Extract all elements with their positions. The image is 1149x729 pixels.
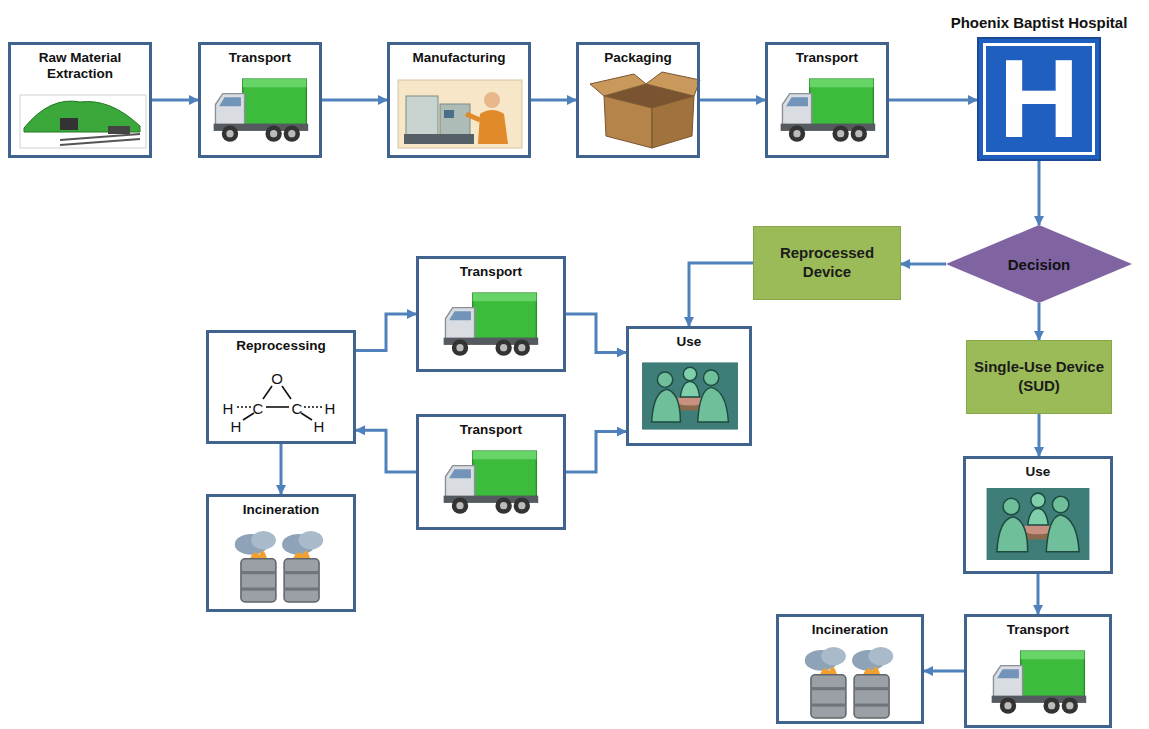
hospital-sign: Phoenix Baptist HospitalH [977, 37, 1101, 161]
flow-arrow [1038, 303, 1041, 340]
flow-arrow [1038, 414, 1041, 456]
node-label: Use [629, 329, 749, 350]
process-box: Transport [416, 256, 566, 372]
atom-label: H [314, 419, 325, 434]
process-box: Packaging [576, 42, 700, 158]
node-label: Transport [967, 617, 1109, 638]
mine-illustration [20, 95, 146, 148]
atom-label: O [271, 371, 283, 386]
node-label: Reprocessing [209, 333, 353, 354]
process-box: Incineration [206, 494, 356, 612]
process-box: Raw Material Extraction [8, 42, 152, 158]
node-label: Incineration [779, 617, 921, 638]
flow-arrow [700, 99, 765, 102]
cardboard-box-illustration [590, 72, 700, 148]
flow-arrow [1038, 161, 1041, 225]
flow-arrow [531, 99, 576, 102]
node-label: Raw Material Extraction [11, 45, 149, 82]
flow-arrow [280, 444, 283, 494]
node-label: Decision [1008, 256, 1071, 273]
flow-arrow [566, 314, 626, 352]
flow-arrow [901, 263, 946, 266]
node-label: H [999, 43, 1080, 155]
node-label: Manufacturing [390, 45, 528, 66]
node-label: Single-Use Device (SUD) [973, 358, 1105, 396]
flow-arrow [889, 99, 977, 102]
incineration-icon [805, 647, 893, 718]
surgery-icon [642, 362, 738, 429]
node-label: Transport [768, 45, 886, 66]
flow-arrow [566, 432, 626, 472]
process-box: Reprocessing [206, 330, 356, 444]
process-box: Transport [964, 614, 1112, 728]
decision-diamond: Decision [946, 225, 1132, 303]
node-label: Use [966, 459, 1110, 480]
ethylene-oxide-bonds [236, 386, 322, 420]
atom-label: H [231, 419, 242, 434]
process-box: Transport [765, 42, 889, 158]
flow-arrow [152, 99, 198, 102]
flow-arrow [1037, 574, 1040, 614]
flow-arrow [924, 670, 964, 673]
atom-label: H [223, 401, 234, 416]
process-box: Use [963, 456, 1113, 574]
incineration-icon [235, 531, 323, 602]
manufacturing-illustration [398, 80, 522, 148]
node-label: Transport [419, 259, 563, 280]
flow-arrow [689, 263, 753, 326]
truck-icon [444, 451, 539, 514]
truck-icon [992, 651, 1087, 714]
hospital-name: Phoenix Baptist Hospital [951, 14, 1128, 31]
node-label: Transport [201, 45, 319, 66]
node-label: Incineration [209, 497, 353, 518]
device-box: Reprocessed Device [753, 226, 901, 300]
node-label: Packaging [579, 45, 697, 66]
surgery-icon [987, 488, 1090, 560]
node-label: Reprocessed Device [760, 244, 894, 282]
atom-label: C [253, 401, 264, 416]
flow-arrow [356, 314, 416, 351]
truck-icon [781, 79, 876, 142]
truck-icon [444, 293, 539, 356]
device-box: Single-Use Device (SUD) [966, 340, 1112, 414]
flow-arrow [322, 99, 387, 102]
node-label: Transport [419, 417, 563, 438]
process-box: Manufacturing [387, 42, 531, 158]
process-box: Incineration [776, 614, 924, 724]
atom-label: C [292, 401, 303, 416]
process-box: Transport [416, 414, 566, 530]
truck-icon [214, 79, 309, 142]
process-box: Use [626, 326, 752, 446]
diamond-shape [946, 225, 1132, 303]
process-box: Transport [198, 42, 322, 158]
flow-arrow [356, 430, 416, 472]
atom-label: H [325, 401, 336, 416]
